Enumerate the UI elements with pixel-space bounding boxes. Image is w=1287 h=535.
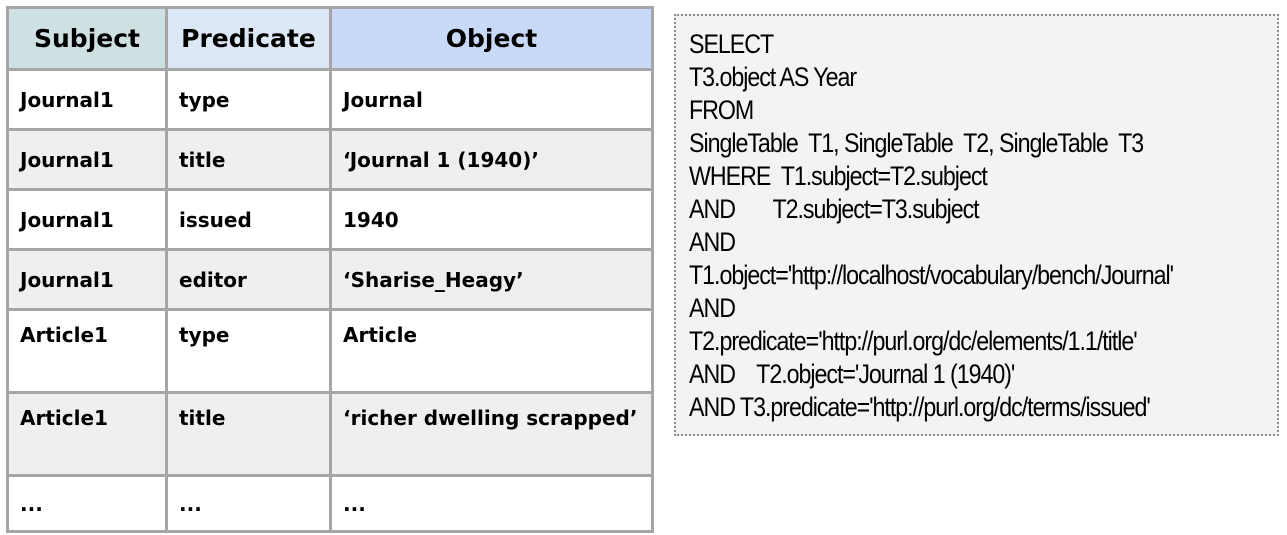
cell-object: Journal [329,68,654,131]
table-row: Journal1 type Journal [6,68,654,131]
cell-subject: Article1 [6,308,168,394]
table-row: Journal1 title ‘Journal 1 (1940)’ [6,128,654,191]
table-row: Article1 title ‘richer dwelling scrapped… [6,391,654,477]
sql-line: AND T2.object='Journal 1 (1940)' [689,359,1015,389]
header-predicate: Predicate [165,6,332,71]
cell-subject: ... [6,474,168,533]
cell-predicate: type [165,308,332,394]
cell-subject: Journal1 [6,68,168,131]
triple-table: Subject Predicate Object Journal1 type J… [6,6,654,533]
cell-subject: Journal1 [6,248,168,311]
cell-object: ‘richer dwelling scrapped’ [329,391,654,477]
sql-line: AND T2.subject=T3.subject [689,194,980,224]
table-row: Journal1 editor ‘Sharise_Heagy’ [6,248,654,311]
cell-object: 1940 [329,188,654,251]
cell-predicate: editor [165,248,332,311]
sql-line: AND T3.predicate='http://purl.org/dc/ter… [689,392,1151,422]
header-subject: Subject [6,6,168,71]
table-row: Journal1 issued 1940 [6,188,654,251]
cell-subject: Journal1 [6,188,168,251]
cell-object: ... [329,474,654,533]
sql-line: T3.object AS Year [689,62,857,92]
cell-predicate: type [165,68,332,131]
sql-line: WHERE T1.subject=T2.subject [689,161,988,191]
table-row: ... ... ... [6,474,654,533]
table-row: Article1 type Article [6,308,654,394]
sql-line: AND [689,227,736,257]
table-header-row: Subject Predicate Object [6,6,654,71]
sql-line: T1.object='http://localhost/vocabulary/b… [689,260,1174,290]
cell-predicate: issued [165,188,332,251]
cell-object: Article [329,308,654,394]
cell-subject: Journal1 [6,128,168,191]
header-object: Object [329,6,654,71]
sql-line: SingleTable T1, SingleTable T2, SingleTa… [689,128,1144,158]
cell-subject: Article1 [6,391,168,477]
sql-line: AND [689,293,736,323]
sql-query-box: SELECT T3.object AS Year FROM SingleTabl… [674,14,1279,436]
sql-line: T2.predicate='http://purl.org/dc/element… [689,326,1138,356]
cell-object: ‘Journal 1 (1940)’ [329,128,654,191]
cell-predicate: title [165,128,332,191]
sql-line: SELECT [689,29,774,59]
cell-object: ‘Sharise_Heagy’ [329,248,654,311]
cell-predicate: title [165,391,332,477]
cell-predicate: ... [165,474,332,533]
sql-line: FROM [689,95,754,125]
